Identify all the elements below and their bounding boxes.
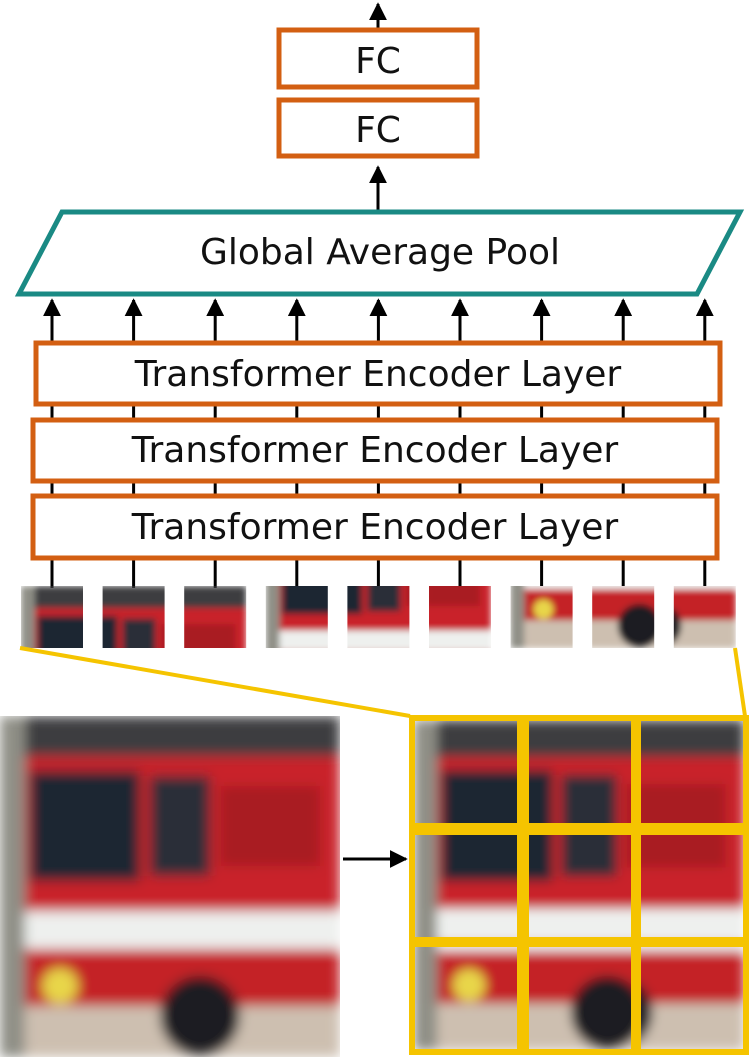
encoder-layer-2-label: Transformer Encoder Layer — [131, 430, 619, 471]
fc-layer-top: FC — [276, 27, 480, 90]
fc-layer-top-label: FC — [355, 41, 401, 82]
encoder-layer-1-label: Transformer Encoder Layer — [134, 354, 622, 395]
encoder-layer-3-label: Transformer Encoder Layer — [131, 507, 619, 548]
global-average-pool-label: Global Average Pool — [200, 232, 560, 273]
grid-cell-border — [523, 715, 637, 829]
fc-layer-bottom: FC — [276, 97, 480, 159]
encoder-layer-3: Transformer Encoder Layer — [30, 493, 720, 561]
grid-cell-border — [635, 715, 749, 829]
input-image — [0, 716, 340, 1057]
zoom-line-left — [19, 646, 411, 718]
grid-cell-border — [635, 941, 749, 1055]
zoom-line-right — [733, 647, 747, 717]
grid-cell-border — [409, 941, 523, 1055]
encoder-layer-2: Transformer Encoder Layer — [30, 417, 720, 484]
grid-cell-border — [635, 829, 749, 943]
global-average-pool: Global Average Pool — [14, 209, 745, 297]
fc-layer-bottom-label: FC — [355, 110, 401, 151]
grid-cell-border — [523, 941, 637, 1055]
grid-cell-border — [409, 715, 523, 829]
encoder-layer-1: Transformer Encoder Layer — [33, 340, 723, 407]
grid-cell-border — [523, 829, 637, 943]
patch-grid — [409, 715, 749, 1055]
grid-cell-border — [409, 829, 523, 943]
